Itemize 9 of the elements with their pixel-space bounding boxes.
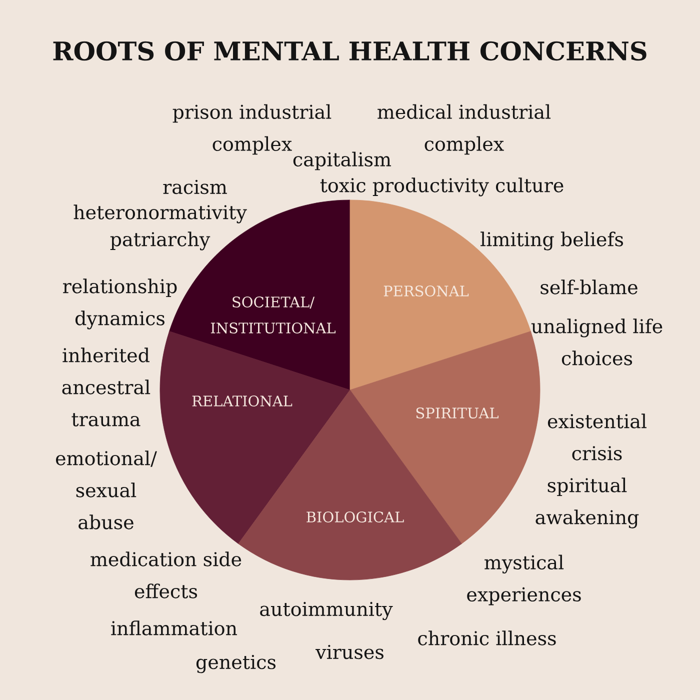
factor-label: viruses: [316, 644, 384, 660]
factor-label: self-blame: [540, 280, 638, 294]
factor-label: chronic illness: [418, 630, 556, 646]
factor-label: mystical experiences: [467, 554, 581, 606]
factor-label: inflammation: [111, 620, 237, 636]
factor-label: genetics: [196, 654, 276, 674]
title: ROOTS OF MENTAL HEALTH CONCERNS: [53, 41, 646, 61]
factor-label: toxic productivity culture: [320, 178, 564, 196]
factor-label: autoimmunity: [260, 602, 393, 620]
